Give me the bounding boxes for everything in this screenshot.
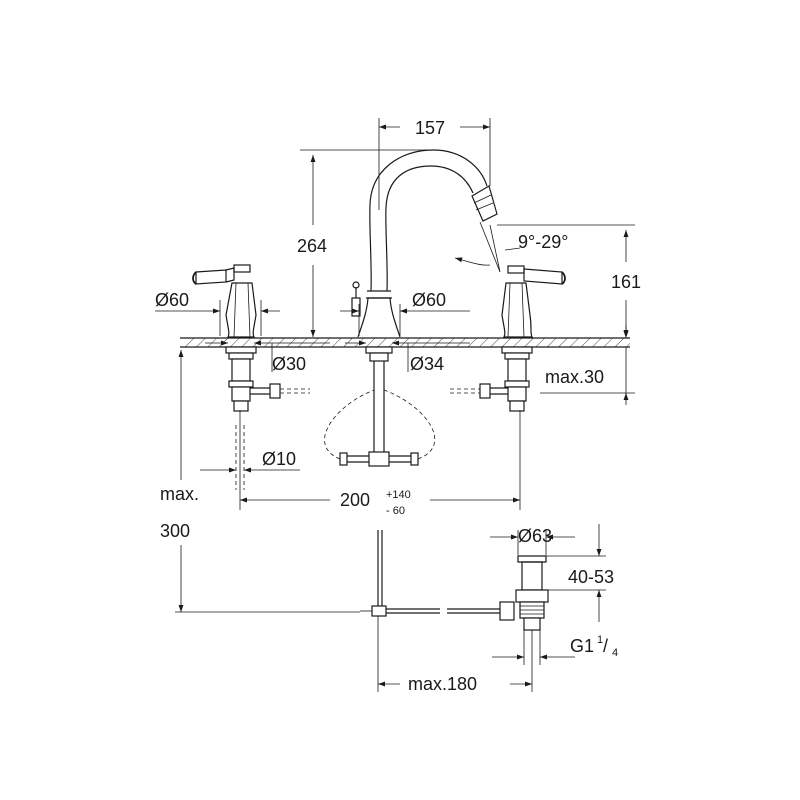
dim-thread-sub: 4: [612, 647, 618, 659]
dim-thread-slash: /: [603, 636, 608, 656]
dim-spread-plus: +140: [386, 489, 411, 501]
dim-height-spout: 161: [611, 272, 641, 292]
dim-dia30: [205, 340, 330, 372]
dim-157: [378, 118, 491, 210]
dim-left-shank-dia: Ø30: [272, 354, 306, 374]
dim-pipe-dia: Ø10: [262, 449, 296, 469]
left-valve: [225, 346, 310, 490]
dim-thread-sup: 1: [597, 634, 603, 646]
drain-assembly: [360, 530, 549, 631]
dim-spout-reach: 157: [415, 118, 445, 138]
countertop: [180, 337, 630, 348]
dim-spout-dia: Ø60: [412, 290, 446, 310]
dim-angle: [454, 221, 521, 273]
dim-height-total: 264: [297, 236, 327, 256]
dim-handle-dia: Ø60: [155, 290, 189, 310]
dim-max-rod: max.180: [408, 674, 477, 694]
spout-body: [351, 149, 498, 338]
dim-dia34: [345, 340, 470, 372]
dim-40-53: [546, 524, 606, 622]
dim-max300: [175, 350, 360, 613]
dim-spread-minus: - 60: [386, 505, 405, 517]
dim-dia60-spout: [340, 304, 470, 336]
dim-max180: [377, 616, 533, 692]
dim-dia63: [490, 530, 575, 555]
dim-max-counter: max.30: [545, 367, 604, 387]
dim-g114: [492, 630, 575, 665]
dim-max-label: max.: [160, 484, 199, 504]
dim-angle-label: 9°-29°: [518, 232, 568, 252]
dim-max30: [540, 325, 635, 405]
dim-drain-range: 40-53: [568, 567, 614, 587]
left-handle: [192, 264, 257, 338]
dim-dia60-left: [155, 300, 280, 336]
right-valve: [450, 346, 533, 412]
dim-drain-dia: Ø63: [518, 526, 552, 546]
dim-spread-base: 200: [340, 490, 370, 510]
dim-200: [239, 410, 521, 510]
dim-thread-main: G1: [570, 636, 594, 656]
spout-shank: [324, 346, 436, 467]
dim-264: [300, 149, 430, 337]
dim-max-value: 300: [160, 521, 190, 541]
right-handle: [501, 265, 566, 338]
dim-spout-shank-dia: Ø34: [410, 354, 444, 374]
